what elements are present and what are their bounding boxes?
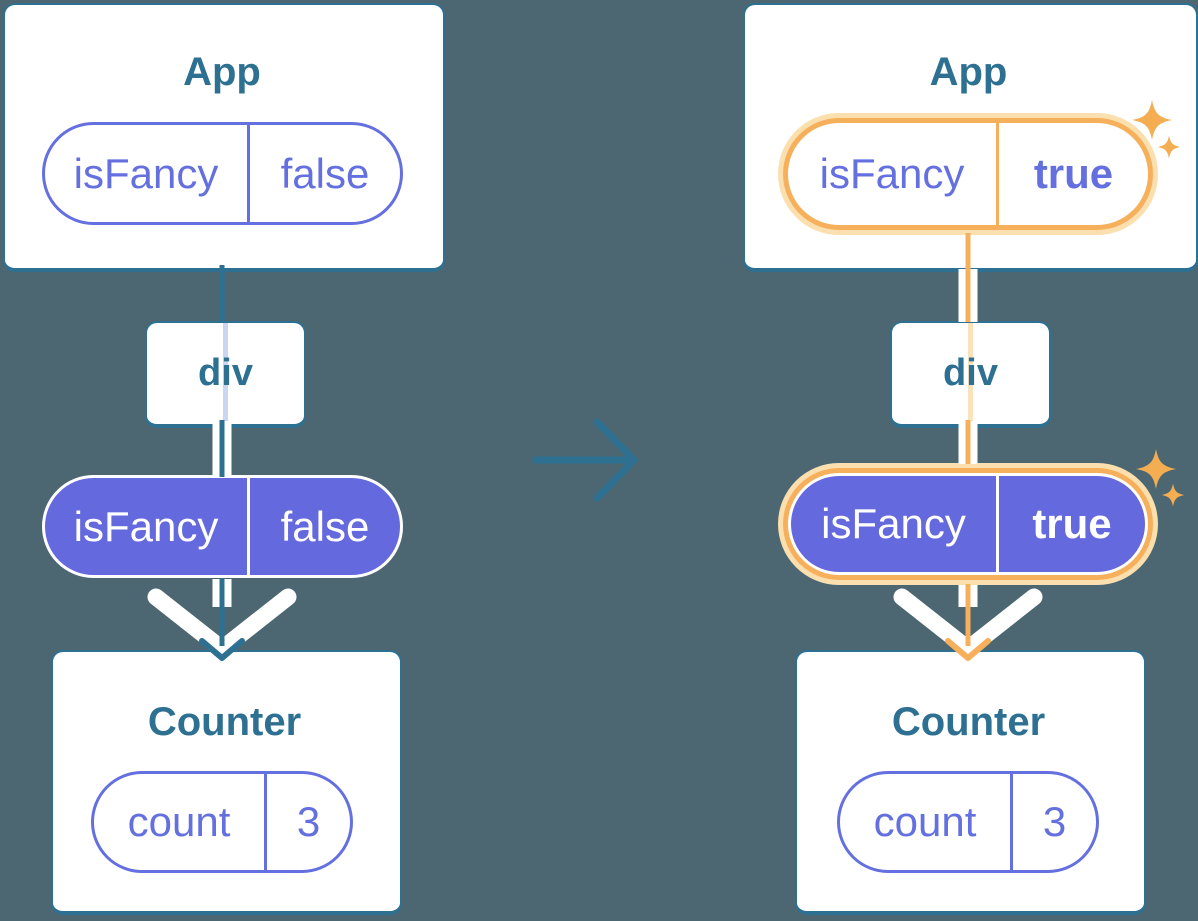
- passed-prop-pill: isFancy false: [42, 475, 403, 578]
- counter-title: Counter: [891, 700, 1046, 744]
- app-title: App: [183, 50, 261, 94]
- prop-pass-line: [968, 323, 973, 424]
- state-value: 3: [296, 798, 321, 845]
- prop-pass-line: [223, 323, 228, 424]
- prop-value: false: [280, 502, 370, 550]
- app-prop-pill: isFancy false: [42, 122, 403, 225]
- prop-key: isFancy: [45, 125, 250, 222]
- app-prop-pill-highlight: isFancy true: [778, 113, 1158, 235]
- div-label: div: [198, 352, 253, 394]
- passed-prop-pill: isFancy true: [788, 473, 1148, 575]
- state-pill: count 3: [837, 771, 1099, 873]
- counter-title: Counter: [147, 700, 302, 744]
- prop-value: true: [1033, 150, 1114, 197]
- prop-key: isFancy: [791, 476, 999, 572]
- highlight-ring: isFancy true: [783, 118, 1153, 230]
- prop-value: true: [1032, 500, 1112, 547]
- state-key: count: [94, 774, 267, 870]
- highlight-ring: isFancy true: [783, 468, 1153, 580]
- prop-key: isFancy: [45, 478, 250, 575]
- div-label: div: [943, 352, 998, 394]
- prop-key: isFancy: [788, 123, 999, 225]
- state-key: count: [840, 774, 1013, 870]
- div-node: div: [890, 321, 1051, 428]
- prop-value: false: [280, 149, 370, 197]
- state-pill: count 3: [91, 771, 353, 873]
- passed-prop-pill-highlight: isFancy true: [778, 463, 1158, 585]
- div-node: div: [145, 321, 306, 428]
- app-prop-pill: isFancy true: [788, 123, 1148, 225]
- app-title: App: [929, 50, 1008, 94]
- state-value: 3: [1042, 798, 1067, 845]
